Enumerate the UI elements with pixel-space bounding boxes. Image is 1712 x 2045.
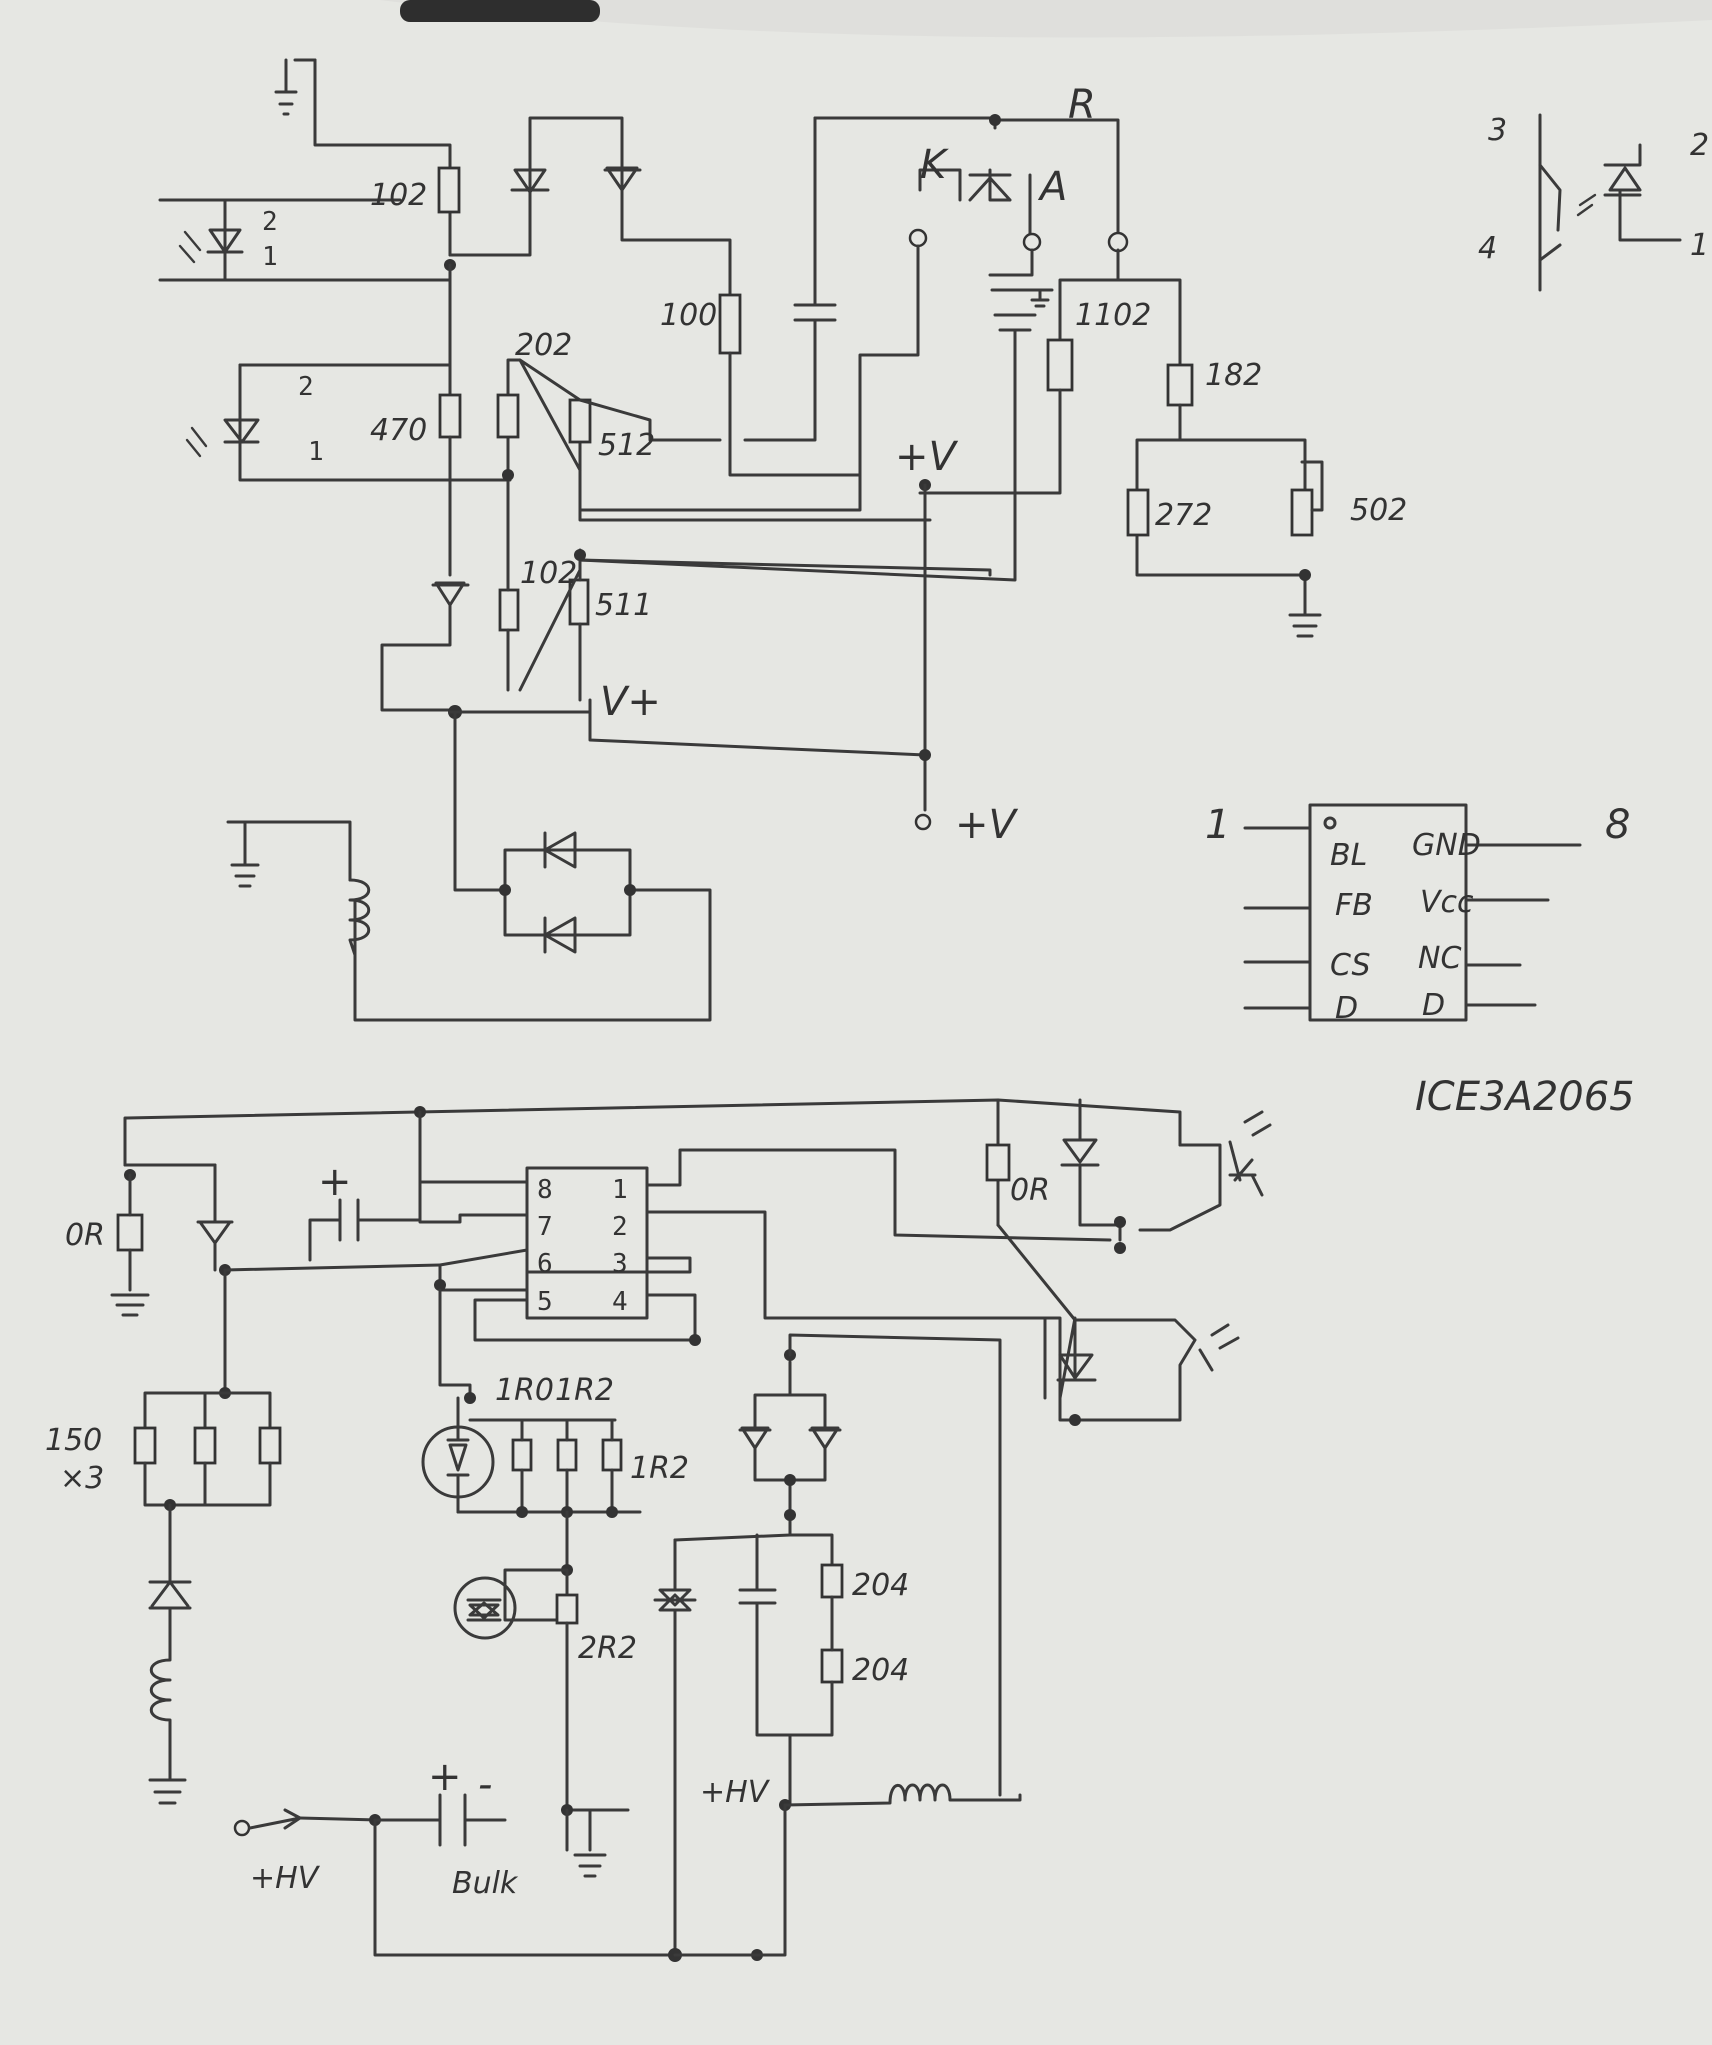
label-502: 502 (1350, 493, 1407, 528)
label-1r2-a: 1R2 (555, 1373, 614, 1408)
label-0r-right: 0R (1010, 1173, 1050, 1208)
label-1102: 1102 (1075, 298, 1151, 333)
label-node-r: R (1068, 82, 1096, 128)
ic-pin-1: 1 (612, 1175, 628, 1205)
label-102-mid: 102 (520, 556, 577, 591)
label-204-b: 204 (852, 1653, 909, 1688)
chip-pin-d-left: D (1335, 991, 1358, 1026)
bulk-cap-plus: + (428, 1754, 462, 1800)
ic-pin-6: 6 (537, 1249, 553, 1279)
chip-pinout-diagram (1243, 803, 1582, 1022)
pin-opto-b-1: 1 (308, 437, 324, 467)
chip-pin8-label: 8 (1605, 802, 1630, 848)
label-plus-v-out: +V (955, 802, 1019, 848)
label-150: 150 (45, 1423, 102, 1458)
label-plus-hv-mid: +HV (700, 1775, 771, 1810)
label-plus-hv-in: +HV (250, 1861, 321, 1896)
chip-pin-cs: CS (1330, 948, 1371, 983)
pin-opto-sym-3: 3 (1488, 113, 1507, 148)
ic-pin-3: 3 (612, 1249, 628, 1279)
label-1r2-b: 1R2 (630, 1451, 689, 1486)
label-bulk: Bulk (452, 1866, 519, 1901)
ic-pin-7: 7 (537, 1212, 553, 1242)
pin-opto-sym-2: 2 (1690, 128, 1709, 163)
label-2r2: 2R2 (578, 1631, 637, 1666)
label-511: 511 (595, 588, 652, 623)
labels: 102 100 1102 182 272 502 470 202 512 102… (45, 82, 1709, 1901)
opto-pinout-symbol (1538, 113, 1682, 292)
label-thyristor-k: K (920, 142, 949, 188)
ic-pin-8: 8 (537, 1175, 553, 1205)
aux-cap-plus: + (318, 1159, 352, 1205)
pin-opto-a-1: 1 (262, 242, 278, 272)
label-1r0: 1R0 (495, 1373, 554, 1408)
pin-opto-sym-4: 4 (1478, 231, 1497, 266)
label-272: 272 (1155, 498, 1212, 533)
chip-pin-vcc: Vcc (1420, 885, 1474, 920)
pin-opto-sym-1: 1 (1690, 228, 1709, 263)
ic-pin-5: 5 (537, 1287, 553, 1317)
label-100: 100 (660, 298, 717, 333)
chip-pin-gnd: GND (1412, 828, 1481, 863)
label-202: 202 (515, 328, 572, 363)
chip-part-number: ICE3A2065 (1415, 1074, 1635, 1120)
pen-object (400, 0, 600, 22)
label-512: 512 (598, 428, 655, 463)
bulk-cap-minus: - (478, 1762, 492, 1808)
label-150-count: ×3 (60, 1461, 104, 1496)
chip-pin-nc: NC (1418, 941, 1461, 976)
chip-pin1-label: 1 (1205, 802, 1230, 848)
label-thyristor-a: A (1037, 164, 1067, 210)
chip-pin-fb: FB (1335, 888, 1373, 923)
pin-opto-a-2: 2 (262, 207, 278, 237)
label-470: 470 (370, 413, 427, 448)
label-0r-left: 0R (65, 1218, 105, 1253)
pin-opto-b-2: 2 (298, 372, 314, 402)
label-102-top: 102 (370, 178, 427, 213)
label-plus-v-mid: +V (895, 434, 959, 480)
ic-pin-4: 4 (612, 1287, 628, 1317)
label-182: 182 (1205, 358, 1262, 393)
ic-pin-2: 2 (612, 1212, 628, 1242)
top-circuit (158, 58, 1324, 1022)
chip-pin-bl: BL (1330, 838, 1367, 873)
label-v-plus: V+ (600, 679, 661, 725)
chip-pin-d-right: D (1422, 988, 1445, 1023)
label-204-a: 204 (852, 1568, 909, 1603)
bottom-circuit (110, 1098, 1272, 1962)
